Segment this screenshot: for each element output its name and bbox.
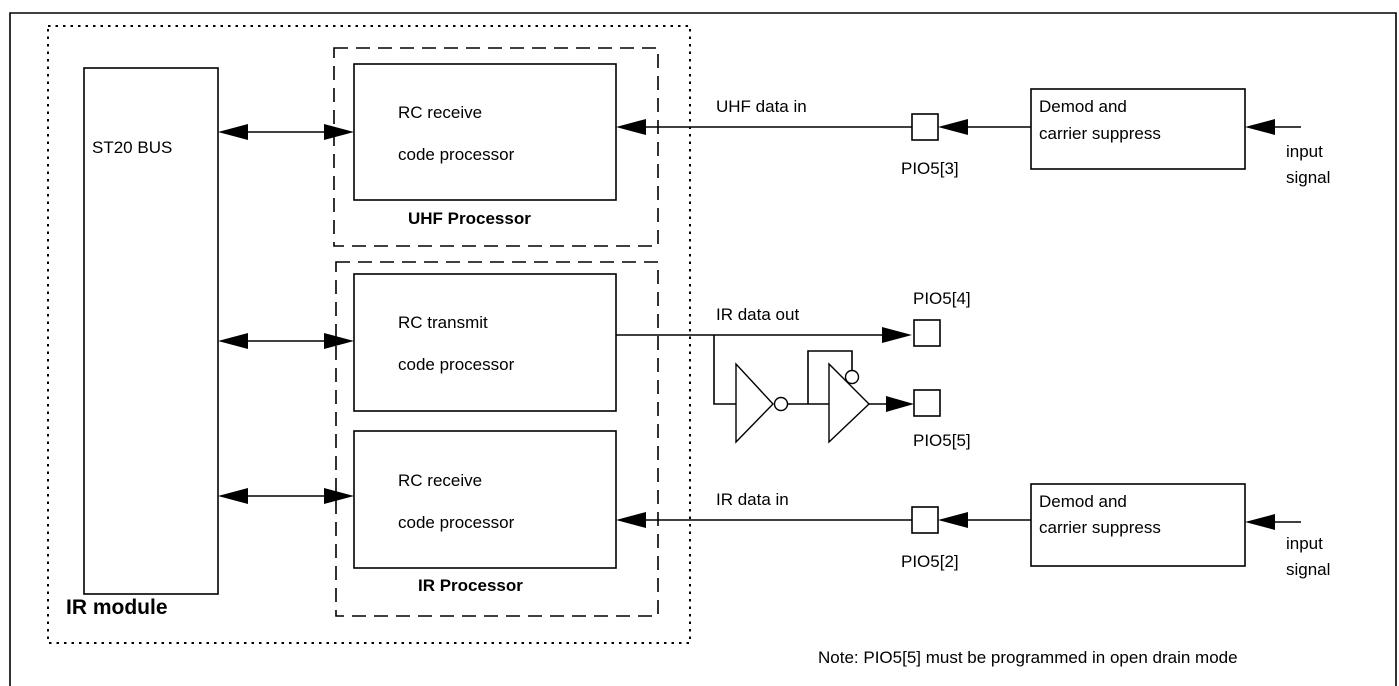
pio5-3-label: PIO5[3] (901, 159, 959, 178)
open-drain-buffer (828, 362, 871, 444)
pio5-3-pad (911, 113, 939, 141)
open-drain-note: Note: PIO5[5] must be programmed in open… (818, 648, 1238, 667)
ir-module-label: IR module (66, 596, 168, 619)
demod-bottom-input-label1: input (1286, 534, 1323, 553)
inverter-input-wire (713, 335, 736, 405)
open-drain-bubble (844, 369, 860, 385)
bus-ir-receive-link (218, 488, 354, 504)
pio5-4-arrowhead (882, 327, 912, 343)
st20-bus-block (83, 67, 219, 595)
demod-bottom-input-arrowhead (1245, 514, 1275, 530)
demod-top-line1: Demod and (1039, 97, 1127, 116)
uhf-processor-title: UHF Processor (408, 209, 531, 228)
inverter-1 (735, 362, 774, 444)
bus-uhf-link (218, 124, 354, 140)
st20-bus-label: ST20 BUS (92, 138, 172, 157)
demod-top-input-label1: input (1286, 142, 1323, 161)
uhf-receive-label-line1: RC receive (398, 103, 482, 122)
pio5-5-arrowhead (886, 396, 914, 412)
inverter-1-bubble (773, 396, 789, 412)
pio5-4-label: PIO5[4] (913, 289, 971, 308)
ir-processor-group (335, 261, 659, 617)
ir-receive-label-line2: code processor (398, 513, 515, 532)
ir-transmit-label-line1: RC transmit (398, 313, 488, 332)
pio5-2-pad (911, 506, 939, 534)
pio5-2-arrowhead (938, 512, 968, 528)
demod-bottom-input-label2: signal (1286, 560, 1330, 579)
ir-data-out-label: IR data out (716, 305, 799, 324)
ir-processor-title: IR Processor (418, 576, 523, 595)
demod-top-line2: carrier suppress (1039, 124, 1161, 143)
page-frame (9, 12, 1397, 686)
pio5-2-label: PIO5[2] (901, 552, 959, 571)
open-drain-feedback-wire (807, 350, 853, 404)
bus-ir-transmit-link (218, 333, 354, 349)
demod-top-block (1030, 88, 1246, 170)
uhf-receive-label-line2: code processor (398, 145, 515, 164)
ir-transmit-code-processor (353, 273, 617, 412)
demod-bottom-line1: Demod and (1039, 492, 1127, 511)
uhf-receive-code-processor (353, 63, 617, 201)
demod-top-input-arrowhead (1245, 119, 1275, 135)
uhf-data-in-label: UHF data in (716, 97, 807, 116)
ir-data-in-label: IR data in (716, 490, 789, 509)
demod-top-input-label2: signal (1286, 168, 1330, 187)
demod-bottom-block (1030, 483, 1246, 567)
ir-receive-code-processor (353, 430, 617, 569)
ir-receive-label-line1: RC receive (398, 471, 482, 490)
pio5-5-label: PIO5[5] (913, 431, 971, 450)
uhf-data-in-arrowhead (616, 119, 646, 135)
pio5-3-arrowhead (938, 119, 968, 135)
ir-transmit-label-line2: code processor (398, 355, 515, 374)
ir-data-in-arrowhead (616, 512, 646, 528)
demod-bottom-line2: carrier suppress (1039, 518, 1161, 537)
uhf-processor-group (333, 47, 659, 247)
pio5-4-pad (913, 319, 941, 347)
pio5-5-pad (913, 389, 941, 417)
